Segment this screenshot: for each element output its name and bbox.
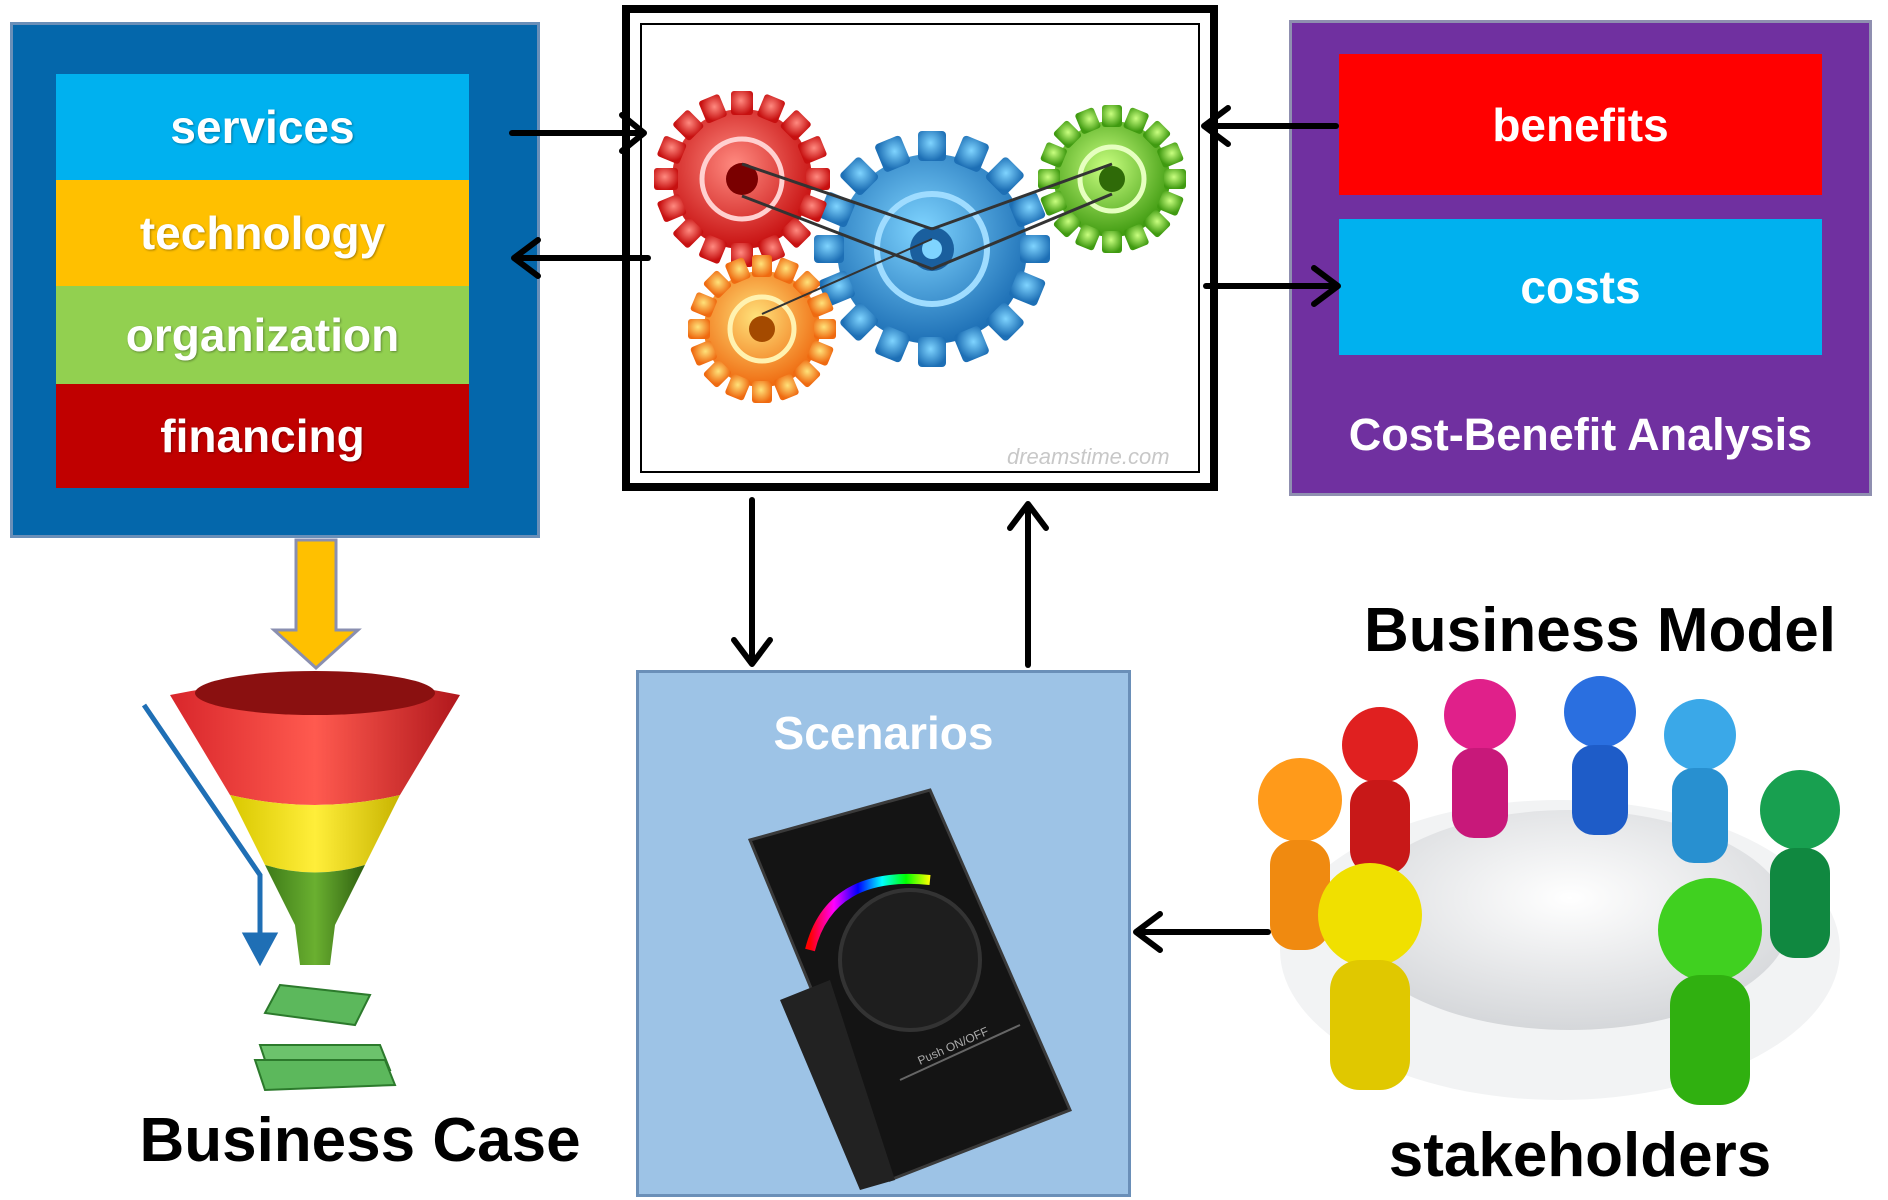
person-blue-icon (1564, 676, 1636, 835)
red-gear-icon (632, 54, 867, 304)
round-table (1350, 810, 1790, 1030)
arrow-down-icon (731, 497, 773, 667)
scenarios-title: Scenarios (773, 707, 994, 759)
business-case-label: Business Case (139, 1105, 581, 1175)
watermark-text: dreamstime.com (1007, 444, 1170, 469)
color-ring (805, 873, 931, 952)
money-icon (253, 983, 397, 1092)
services-bar: services (56, 74, 469, 180)
belt-line (741, 194, 933, 271)
cost-benefit-title: Cost-Benefit Analysis (1348, 409, 1813, 460)
gears-frame-inner-border (640, 23, 1200, 473)
financing-label: financing (160, 410, 365, 462)
arrow-up-icon (1007, 501, 1049, 668)
person-lightblue-icon (1664, 699, 1736, 863)
benefits-bar: benefits (1339, 54, 1822, 195)
person-yellow-icon (1318, 863, 1422, 1090)
business-model-label: Business Model (1364, 595, 1836, 665)
funnel-illustration (141, 671, 460, 1092)
belt-line (761, 238, 933, 315)
benefits-label: benefits (1492, 98, 1669, 151)
organization-bar: organization (56, 286, 469, 384)
downward-flow-arrow-icon (141, 703, 279, 967)
dial-knob (838, 888, 982, 1032)
stakeholders-illustration (1258, 676, 1840, 1105)
blue-gear-icon (765, 82, 1099, 416)
belt-line (931, 192, 1113, 271)
gears-illustration: dreamstime.com (632, 54, 1212, 469)
person-magenta-icon (1444, 679, 1516, 838)
down-block-arrow-icon (270, 538, 362, 671)
stakeholders-label: stakeholders (1388, 1120, 1772, 1190)
orange-gear-icon (657, 224, 867, 434)
green-gear-icon (1007, 74, 1212, 284)
costs-bar: costs (1339, 219, 1822, 355)
technology-bar: technology (56, 180, 469, 286)
organization-label: organization (125, 309, 400, 361)
person-red-icon (1342, 707, 1418, 875)
financing-bar: financing (56, 384, 469, 488)
services-label: services (170, 101, 355, 153)
belt-line (931, 162, 1113, 231)
person-orange-icon (1258, 758, 1342, 950)
dimmer-device-illustration: Push ON/OFF (747, 788, 1073, 1190)
person-darkgreen-icon (1760, 770, 1840, 958)
belt-line (741, 162, 933, 231)
technology-label: technology (139, 207, 386, 259)
person-green-icon (1658, 878, 1762, 1105)
costs-label: costs (1520, 261, 1641, 313)
